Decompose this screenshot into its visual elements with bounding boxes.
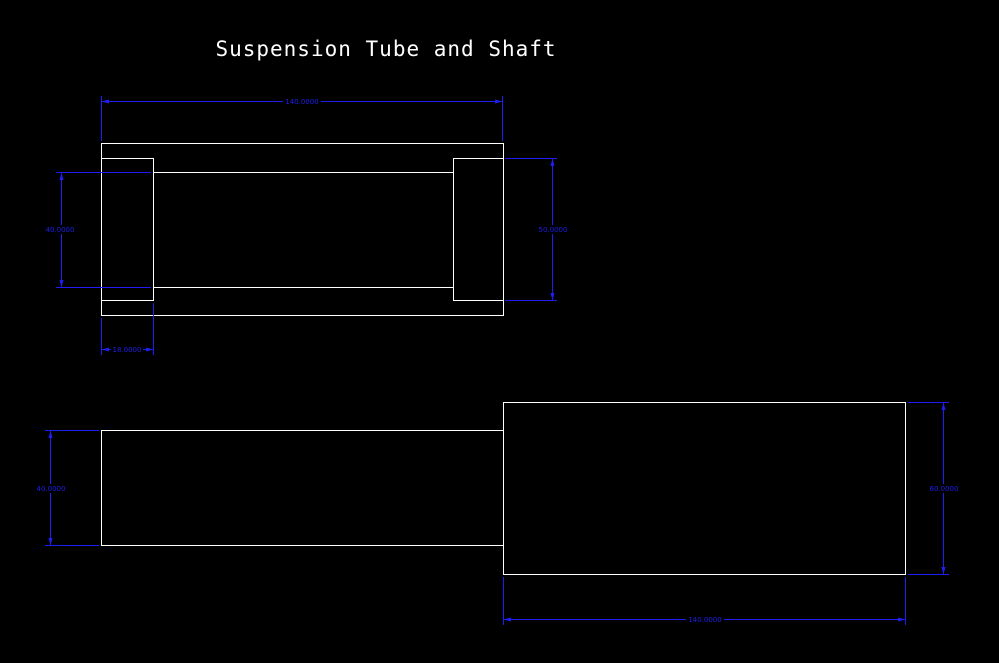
tube-view: 140.0000 40.0000 50.0000 <box>44 96 569 355</box>
shaft-large-diameter-dimension: 60.0000 <box>908 402 960 575</box>
drawing-title: Suspension Tube and Shaft <box>215 37 556 61</box>
shaft-large-diameter-label: 60.0000 <box>930 485 959 493</box>
tube-outer-height-label: 50.0000 <box>539 226 568 234</box>
shaft-large-length-dimension: 140.0000 <box>503 577 906 625</box>
tube-end-width-dimension: 18.0000 <box>101 303 154 355</box>
shaft-large-section <box>503 402 906 575</box>
tube-inner-height-label: 40.0000 <box>46 226 75 234</box>
tube-outer-outline <box>101 143 504 316</box>
tube-length-dimension: 140.0000 <box>101 96 503 141</box>
tube-left-end-plug <box>101 158 154 301</box>
tube-right-end-plug <box>453 158 504 301</box>
tube-inner-height-dimension: 40.0000 <box>44 172 151 288</box>
shaft-small-diameter-label: 40.0000 <box>37 485 66 493</box>
tube-length-label: 140.0000 <box>285 98 318 106</box>
shaft-large-length-label: 140.0000 <box>688 616 721 624</box>
shaft-small-section <box>101 430 504 546</box>
shaft-view: 40.0000 60.0000 140.0000 <box>35 402 960 625</box>
tube-outer-height-dimension: 50.0000 <box>505 158 569 301</box>
tube-end-width-label: 18.0000 <box>113 346 142 354</box>
shaft-small-diameter-dimension: 40.0000 <box>35 430 99 546</box>
